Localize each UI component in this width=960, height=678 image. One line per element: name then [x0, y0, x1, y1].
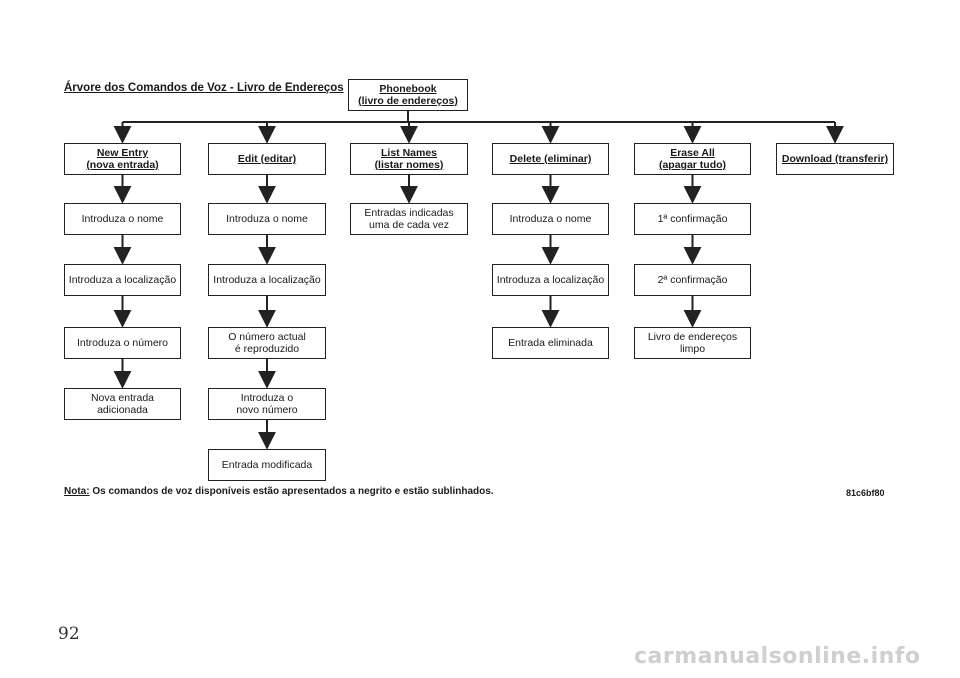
command-box: New Entry(nova entrada) [64, 143, 181, 175]
footnote-label: Nota: [64, 486, 90, 497]
step-box: Introduza a localização [64, 264, 181, 296]
command-box-line: Download (transferir) [781, 153, 889, 165]
step-box-line: é reproduzido [234, 343, 300, 355]
watermark: carmanualsonline.info [634, 644, 921, 669]
command-box-line: (listar nomes) [374, 159, 444, 171]
command-box-line: List Names [380, 147, 438, 159]
step-box: 1ª confirmação [634, 203, 751, 235]
command-box-line: New Entry [96, 147, 149, 159]
step-box-line: Introduza o nome [509, 213, 592, 225]
step-box-line: 2ª confirmação [657, 274, 728, 286]
step-box: Introduza o nome [492, 203, 609, 235]
step-box-line: Introduza o nome [226, 213, 308, 225]
step-box-line: Nova entrada [90, 392, 155, 404]
step-box-line: Introduza o número [76, 337, 169, 349]
step-box-line: Introduza a localização [496, 274, 605, 286]
step-box-line: 1ª confirmação [657, 213, 728, 225]
root-command-sublabel: (livro de endereços) [358, 95, 458, 107]
command-box: Delete (eliminar) [492, 143, 609, 175]
step-box: Introduza o nome [208, 203, 326, 235]
step-box-line: uma de cada vez [369, 219, 449, 231]
command-box: Erase All(apagar tudo) [634, 143, 751, 175]
step-box-line: Introduza o nome [81, 213, 164, 225]
root-command-box: Phonebook (livro de endereços) [348, 79, 468, 111]
root-command-label: Phonebook [379, 83, 437, 95]
step-box-line: Introduza a localização [213, 274, 321, 286]
command-box-line: Edit (editar) [237, 153, 297, 165]
step-box-line: adicionada [97, 404, 148, 416]
step-box: Entrada eliminada [492, 327, 609, 359]
footnote: Nota: Os comandos de voz disponíveis est… [64, 486, 494, 497]
step-box-line: Introduza a localização [68, 274, 177, 286]
command-box-line: Erase All [670, 147, 715, 159]
step-box-line: Entradas indicadas [364, 207, 454, 219]
step-box: Entrada modificada [208, 449, 326, 481]
step-box-line: novo número [236, 404, 298, 416]
step-box-line: Entrada modificada [221, 459, 313, 471]
step-box: 2ª confirmação [634, 264, 751, 296]
step-box-line: limpo [679, 343, 706, 355]
footnote-text: Os comandos de voz disponíveis estão apr… [89, 486, 494, 497]
command-box: Download (transferir) [776, 143, 894, 175]
command-box: Edit (editar) [208, 143, 326, 175]
step-box-line: Entrada eliminada [508, 337, 593, 349]
command-box-line: (apagar tudo) [658, 159, 727, 171]
step-box-line: Introduza o [240, 392, 294, 404]
step-box-line: Livro de endereços [647, 331, 738, 343]
command-box: List Names(listar nomes) [350, 143, 468, 175]
step-box: Introduza a localização [208, 264, 326, 296]
step-box: Introduza o número [64, 327, 181, 359]
command-box-line: Delete (eliminar) [509, 153, 592, 165]
page-number: 92 [58, 624, 80, 644]
diagram-title: Árvore dos Comandos de Voz - Livro de En… [64, 82, 344, 94]
figure-code: 81c6bf80 [846, 488, 885, 498]
step-box: Introduza a localização [492, 264, 609, 296]
step-box: Introduza o nome [64, 203, 181, 235]
command-box-line: (nova entrada) [86, 159, 159, 171]
step-box-line: O número actual [228, 331, 306, 343]
